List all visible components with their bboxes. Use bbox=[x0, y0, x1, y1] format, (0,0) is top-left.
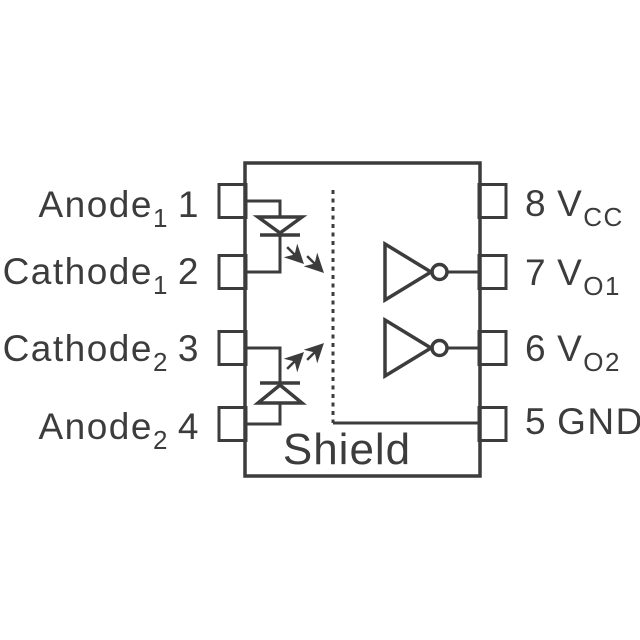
inverter2-triangle bbox=[383, 316, 435, 380]
inverter1-symbol bbox=[383, 240, 479, 304]
led2-symbol bbox=[246, 339, 328, 426]
led2-triangle bbox=[253, 382, 307, 405]
pin-box-1 bbox=[217, 183, 248, 219]
shield-label: Shield bbox=[283, 425, 411, 474]
pin-box-5 bbox=[477, 406, 508, 442]
led1-anode-wire bbox=[246, 199, 282, 217]
ic-body-outline bbox=[243, 161, 482, 478]
right-pin-boxes bbox=[477, 183, 508, 442]
pin-box-3 bbox=[217, 330, 248, 366]
inverter1-triangle bbox=[383, 240, 435, 304]
pin-box-4 bbox=[217, 406, 248, 442]
led2-cathode-wire bbox=[246, 346, 282, 383]
light-emission-arrows-icon bbox=[281, 339, 328, 375]
pin-box-6 bbox=[477, 330, 508, 366]
pin-box-8 bbox=[477, 183, 508, 219]
pin-box-2 bbox=[217, 254, 248, 290]
led1-symbol bbox=[246, 199, 328, 277]
led1-cathode-wire bbox=[246, 235, 282, 274]
led1-triangle bbox=[252, 215, 308, 236]
inverter2-symbol bbox=[383, 316, 479, 380]
left-pin-boxes bbox=[217, 183, 248, 442]
light-emission-arrows-icon bbox=[281, 241, 328, 277]
led2-anode-wire bbox=[246, 403, 282, 426]
pin-box-7 bbox=[477, 254, 508, 290]
